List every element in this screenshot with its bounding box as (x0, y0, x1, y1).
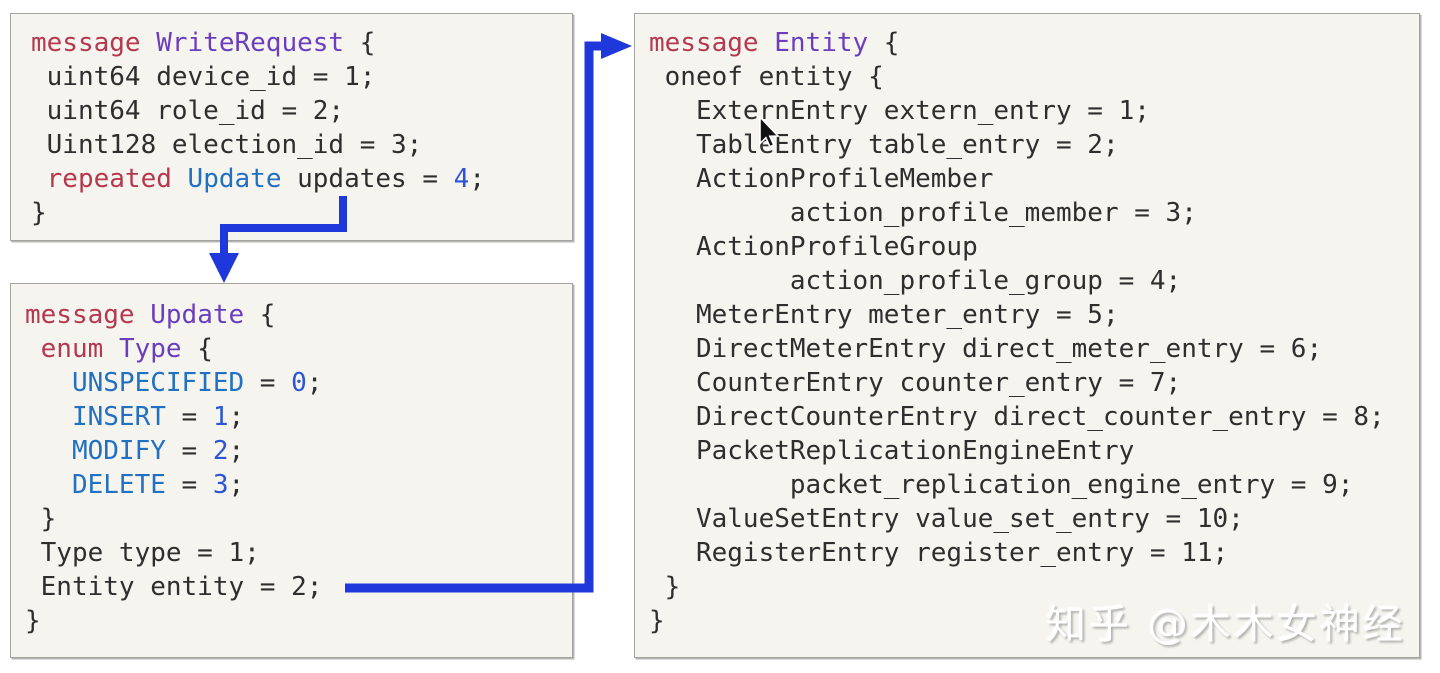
code-line: } (25, 504, 57, 534)
code-line: message Entity { (649, 28, 900, 58)
code-line: UNSPECIFIED = 0; (71, 368, 323, 398)
code-line: DirectMeterEntry direct_meter_entry = 6; (649, 334, 1323, 364)
watermark: 知乎 @木木女神经 (1046, 602, 1406, 648)
code-line: PacketReplicationEngineEntry (649, 436, 1135, 466)
code-line: MODIFY = 2; (71, 436, 245, 466)
code-line: Uint128 election_id = 3; (31, 130, 423, 160)
entity-code-box: message Entity { oneof entity { ExternEn… (634, 13, 1420, 658)
code-line: action_profile_member = 3; (649, 198, 1197, 228)
code-line: message Update { (25, 300, 276, 330)
update-code-box: message Update { enum Type { UNSPECIFIED… (10, 283, 573, 658)
code-line: DELETE = 3; (71, 470, 245, 500)
code-line: } (649, 606, 665, 636)
write-request-code-box: message WriteRequest { uint64 device_id … (10, 13, 573, 241)
code-line: MeterEntry meter_entry = 5; (649, 300, 1119, 330)
code-line: ValueSetEntry value_set_entry = 10; (649, 504, 1244, 534)
code-line: repeated Update updates = 4; (46, 164, 485, 194)
code-line: RegisterEntry register_entry = 11; (649, 538, 1229, 568)
code-line: message WriteRequest { (31, 28, 376, 58)
code-line: Type type = 1; (25, 538, 260, 568)
code-line: } (25, 606, 41, 636)
code-line: CounterEntry counter_entry = 7; (649, 368, 1182, 398)
code-line: Entity entity = 2; (25, 572, 323, 602)
code-line: ActionProfileGroup (649, 232, 978, 262)
code-line: TableEntry table_entry = 2; (649, 130, 1119, 160)
code-line: packet_replication_engine_entry = 9; (649, 470, 1354, 500)
code-line: } (649, 572, 681, 602)
code-line: DirectCounterEntry direct_counter_entry … (649, 402, 1385, 432)
code-line: INSERT = 1; (71, 402, 245, 432)
code-line: ExternEntry extern_entry = 1; (649, 96, 1150, 126)
code-line: } (31, 198, 47, 228)
code-line: ActionProfileMember (649, 164, 994, 194)
code-line: action_profile_group = 4; (649, 266, 1182, 296)
code-line: oneof entity { (649, 62, 884, 92)
code-line: uint64 role_id = 2; (31, 96, 345, 126)
code-line: uint64 device_id = 1; (31, 62, 376, 92)
code-line: enum Type { (40, 334, 213, 364)
